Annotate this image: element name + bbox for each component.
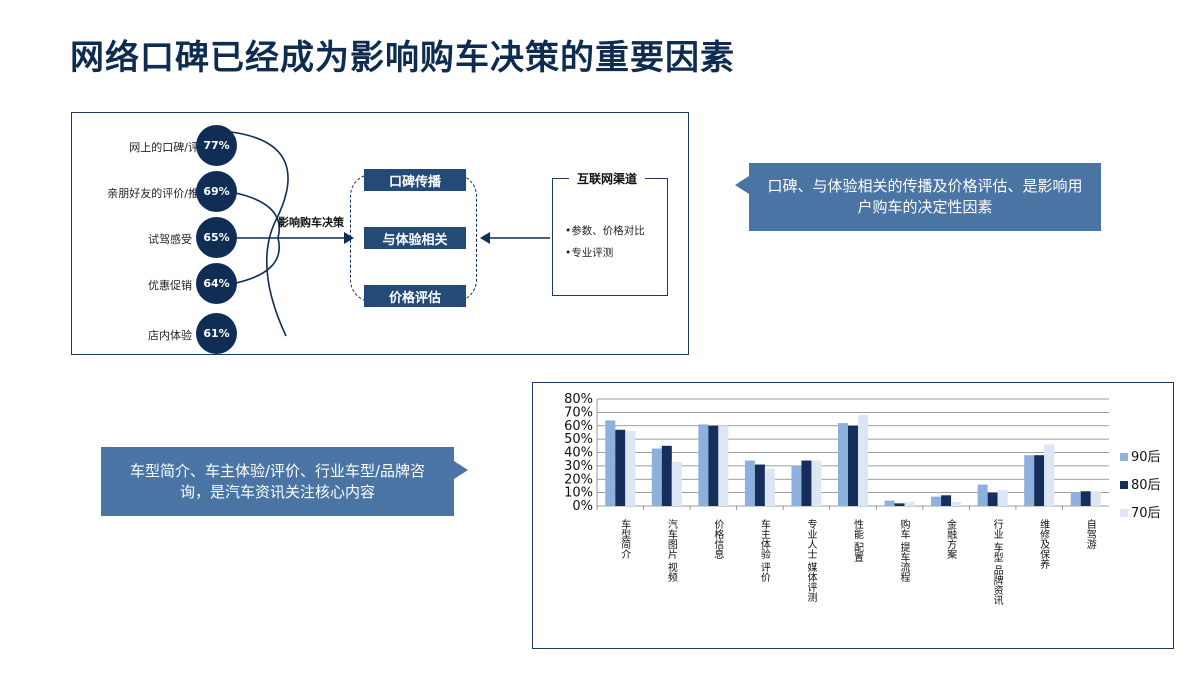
arc-connector: [230, 237, 280, 285]
bar: [1044, 444, 1055, 506]
core-factor-pill: 价格评估: [364, 285, 466, 307]
y-tick-label: 40%: [564, 446, 593, 461]
callout-pointer: [735, 176, 749, 194]
bar: [811, 460, 822, 506]
y-tick-label: 80%: [564, 392, 593, 407]
bar: [605, 420, 616, 506]
bar: [1080, 491, 1091, 506]
x-tick-label: 维修及保养: [1038, 518, 1050, 570]
bar: [858, 415, 868, 506]
bar: [661, 445, 672, 506]
x-tick-label: 车主体验 评价: [758, 518, 770, 582]
arrow-head-icon: [480, 232, 490, 244]
diagram-connectors: [230, 131, 550, 337]
bar: [1024, 455, 1035, 506]
bar: [744, 460, 755, 506]
bar: [764, 468, 775, 506]
factor-label: 网上的口碑/评价: [129, 141, 210, 154]
x-tick-label: 自驾游: [1084, 518, 1096, 550]
legend-swatch: [1120, 509, 1128, 517]
x-tick-label: 性能 配置: [852, 518, 864, 562]
y-tick-label: 70%: [564, 405, 593, 420]
y-tick-label: 20%: [564, 472, 593, 487]
factor-label: 优惠促销: [148, 279, 192, 292]
decision-factors-diagram: 网上的口碑/评价 77% 亲朋好友的评价/推荐 69% 试驾感受 65% 优惠促…: [71, 112, 689, 355]
x-tick-label: 车型简介: [619, 518, 631, 559]
y-tick-label: 50%: [564, 432, 593, 447]
factor-percent-badge: 65%: [196, 217, 237, 258]
x-tick-label: 专业人士 媒体评测: [805, 518, 817, 603]
x-tick-label: 行业 车型 品牌资讯: [991, 518, 1003, 606]
legend-label: 70后: [1131, 506, 1161, 521]
legend-swatch: [1120, 481, 1128, 489]
y-tick-label: 30%: [564, 459, 593, 474]
internet-channel-item: •专业评测: [565, 247, 614, 259]
content-focus-callout: 车型简介、车主体验/评价、行业车型/品牌咨询，是汽车资讯关注核心内容: [101, 447, 454, 516]
x-tick-label: 价格信息: [712, 519, 724, 559]
bar: [951, 501, 962, 506]
internet-channel-title: 互联网渠道: [569, 170, 646, 187]
factor-label: 试驾感受: [148, 233, 192, 246]
bar: [625, 431, 636, 506]
legend-label: 80后: [1131, 478, 1161, 493]
bar: [801, 460, 812, 506]
bar: [615, 429, 626, 506]
factor-label: 店内体验: [148, 329, 192, 342]
bar: [987, 492, 998, 506]
center-label: 影响购车决策: [278, 216, 344, 229]
legend-label: 90后: [1131, 450, 1161, 465]
factor-percent-badge: 69%: [196, 171, 237, 212]
bar: [791, 465, 802, 506]
x-tick-label: 购车 提车流程: [898, 518, 910, 582]
bar: [941, 495, 952, 506]
bar: [1034, 455, 1045, 506]
x-tick-label: 汽车图片 视频: [665, 518, 677, 583]
bar: [754, 464, 765, 506]
bar: [931, 496, 942, 506]
page-title: 网络口碑已经成为影响购车决策的重要因素: [70, 38, 735, 78]
arc-connector: [230, 131, 289, 337]
bar: [884, 500, 895, 506]
arc-connector: [230, 191, 280, 239]
bar: [1070, 492, 1081, 506]
bar: [698, 424, 709, 506]
bar: [1090, 491, 1101, 506]
y-tick-label: 0%: [572, 499, 593, 514]
bar: [708, 425, 719, 506]
conclusion-callout: 口碑、与体验相关的传播及价格评估、是影响用户购车的决定性因素: [749, 163, 1101, 231]
factor-percent-badge: 61%: [196, 313, 237, 354]
bar: [904, 501, 915, 506]
bar: [838, 423, 848, 506]
internet-channel-item: •参数、价格对比: [565, 225, 645, 237]
arrow-head-icon: [344, 232, 354, 244]
bar: [671, 461, 682, 506]
core-factor-pill: 与体验相关: [364, 227, 466, 249]
legend-swatch: [1120, 453, 1128, 461]
bar: [718, 425, 729, 506]
bar: [651, 448, 662, 506]
internet-channel-box: 互联网渠道 •参数、价格对比 •专业评测: [552, 170, 668, 296]
bar: [894, 503, 905, 506]
y-tick-label: 60%: [564, 419, 593, 434]
chart-frame: 0%10%20%30%40%50%60%70%80% 车型简介 汽车图片 视频 价格信…: [532, 382, 1174, 649]
core-factor-pill: 口碑传播: [364, 169, 466, 191]
x-tick-label: 金融方案: [945, 518, 957, 560]
factor-percent-badge: 64%: [196, 263, 237, 304]
factor-percent-badge: 77%: [196, 125, 237, 166]
grouped-bar-chart: 0%10%20%30%40%50%60%70%80% 车型简介 汽车图片 视频 价格信…: [564, 392, 1161, 606]
bar: [848, 425, 858, 506]
bar: [977, 484, 988, 506]
callout-pointer: [454, 461, 468, 479]
factor-label: 亲朋好友的评价/推荐: [107, 187, 210, 200]
bar: [997, 489, 1008, 506]
y-tick-label: 10%: [564, 486, 593, 501]
